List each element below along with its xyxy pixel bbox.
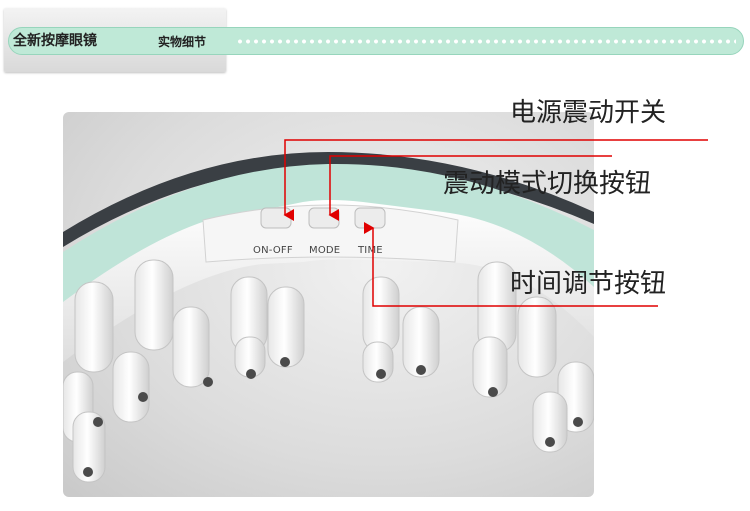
time-callout-line <box>364 222 658 307</box>
mint-shell <box>63 163 594 322</box>
mode-callout-line <box>328 155 612 221</box>
mode-label: MODE <box>309 245 341 256</box>
callout-time-button: 时间调节按钮 <box>510 269 667 299</box>
lens-edge <box>63 152 594 247</box>
massager-illustration <box>63 152 594 483</box>
massage-pegs <box>63 259 594 483</box>
header-title: 全新按摩眼镜 <box>13 33 97 49</box>
on-off-label: ON-OFF <box>253 245 293 256</box>
section-header: 全新按摩眼镜 实物细节 <box>0 0 750 75</box>
inner-band <box>63 200 594 362</box>
product-photo: ON-OFF MODE TIME <box>63 112 594 497</box>
callout-power-switch: 电源震动开关 <box>510 98 667 128</box>
header-dots-decoration <box>236 39 736 44</box>
power-callout-line <box>283 139 708 221</box>
callout-mode-button: 震动模式切换按钮 <box>443 169 652 199</box>
header-subtitle: 实物细节 <box>158 35 207 49</box>
peg-tips <box>83 357 583 477</box>
time-label: TIME <box>358 245 383 256</box>
